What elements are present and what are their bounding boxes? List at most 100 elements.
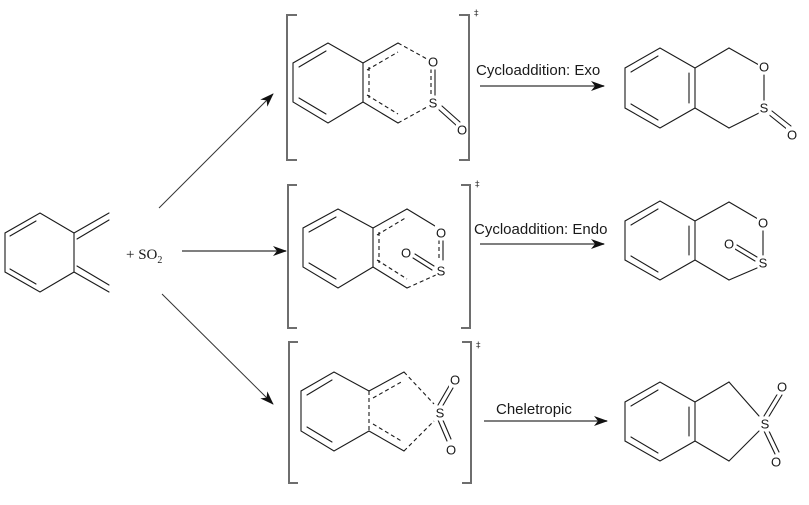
bond — [694, 440, 730, 462]
s-o-double-bond — [763, 430, 776, 455]
transition-state-dagger: ‡ — [475, 180, 480, 190]
bracket-right — [462, 341, 472, 484]
bond — [362, 42, 399, 64]
bracket-left — [288, 341, 298, 484]
bond — [728, 430, 760, 462]
atom-oxygen: O — [401, 246, 411, 261]
atom-oxygen: O — [457, 123, 467, 138]
bond — [728, 201, 759, 220]
s-o-double-bond — [414, 253, 435, 267]
atom-oxygen: O — [771, 455, 781, 470]
forming-bond — [403, 371, 435, 405]
s-o-double-bond — [767, 394, 783, 419]
atom-sulfur: S — [759, 256, 768, 271]
s-o-double-bond — [441, 417, 452, 440]
s-o-double-bond — [736, 244, 758, 258]
s-o-double-bond — [437, 419, 448, 442]
atom-label-background — [435, 263, 447, 279]
reagent-so2: + SO2 — [126, 247, 162, 266]
atom-label-background — [757, 59, 771, 75]
exocyclic-bond — [73, 271, 110, 293]
s-o-double-bond — [437, 385, 450, 406]
exocyclic-bond — [73, 212, 110, 234]
s-o-double-bond — [771, 110, 792, 127]
bracket-left — [287, 184, 297, 329]
aromatic-double-bond — [630, 208, 659, 226]
atom-label-background — [759, 416, 771, 432]
atom-label-background — [434, 225, 448, 241]
bond — [728, 267, 758, 281]
aromatic-double-bond — [630, 103, 659, 121]
bond — [368, 430, 405, 452]
bracket-right — [461, 184, 471, 329]
s-o-double-bond — [763, 392, 779, 417]
transition-state-exo: ‡ O S O — [286, 9, 479, 161]
atom-label-background — [769, 454, 783, 470]
atom-sulfur: S — [761, 417, 770, 432]
atom-label-background — [775, 379, 789, 395]
atom-sulfur: S — [429, 96, 438, 111]
atom-label-background — [444, 442, 458, 458]
aromatic-double-bond — [306, 379, 333, 396]
bond — [728, 47, 760, 66]
atom-oxygen: O — [428, 55, 438, 70]
atom-oxygen: O — [787, 128, 797, 143]
atom-sulfur: S — [437, 264, 446, 279]
forming-bond — [397, 42, 428, 60]
atom-oxygen: O — [777, 380, 787, 395]
bond — [406, 208, 436, 227]
transition-state-endo: ‡ O S O — [287, 180, 480, 329]
pathway-label-endo: Cycloaddition: Endo — [474, 221, 607, 238]
arrow-to-cheletropic-ts — [161, 293, 274, 405]
bond — [728, 112, 760, 129]
atom-oxygen: O — [758, 216, 768, 231]
forming-bond — [406, 274, 437, 289]
benzene-ring — [624, 381, 696, 462]
forming-bond — [403, 420, 435, 452]
atom-label-background — [427, 95, 439, 111]
bond — [362, 101, 399, 124]
s-o-double-bond — [437, 108, 458, 127]
exocyclic-double-bond — [76, 265, 110, 286]
pathway-label-exo: Cycloaddition: Exo — [476, 62, 600, 79]
transition-state-dagger: ‡ — [474, 9, 479, 19]
bond — [694, 259, 730, 281]
product-cheletropic: S O O — [624, 379, 789, 470]
bond — [372, 266, 408, 289]
atom-label-background — [448, 372, 462, 388]
product-exo: O S O — [624, 47, 799, 143]
reactant-o-xylylene — [4, 212, 110, 293]
s-o-double-bond — [767, 113, 789, 131]
atom-label-background — [434, 405, 446, 421]
s-o-double-bond — [441, 105, 461, 123]
atom-oxygen: O — [759, 60, 769, 75]
arrow-to-exo-ts — [158, 93, 274, 209]
bond — [728, 381, 760, 417]
aromatic-double-bond — [630, 55, 659, 73]
atom-label-background — [455, 122, 469, 138]
aromatic-double-bond — [306, 426, 333, 443]
bond — [694, 381, 730, 403]
pathway-label-cheletropic: Cheletropic — [496, 401, 572, 418]
partial-bond — [366, 94, 399, 115]
bond — [372, 208, 408, 229]
bond — [368, 371, 405, 392]
bond — [694, 47, 730, 69]
product-endo: O S O — [624, 200, 770, 281]
aromatic-double-bond — [630, 436, 659, 454]
reactant-double-bond — [9, 268, 37, 285]
atom-label-background — [758, 100, 770, 116]
atom-label-background — [785, 127, 799, 143]
bracket-left — [286, 14, 297, 161]
atom-sulfur: S — [436, 406, 445, 421]
aromatic-double-bond — [630, 255, 659, 273]
partial-bond — [372, 380, 404, 399]
atom-label-background — [426, 54, 440, 70]
partial-bond — [376, 259, 408, 280]
partial-bond — [366, 51, 399, 71]
bond — [694, 107, 730, 129]
transition-state-dagger: ‡ — [476, 341, 481, 351]
partial-bond — [376, 216, 408, 236]
atom-label-background — [756, 215, 770, 231]
